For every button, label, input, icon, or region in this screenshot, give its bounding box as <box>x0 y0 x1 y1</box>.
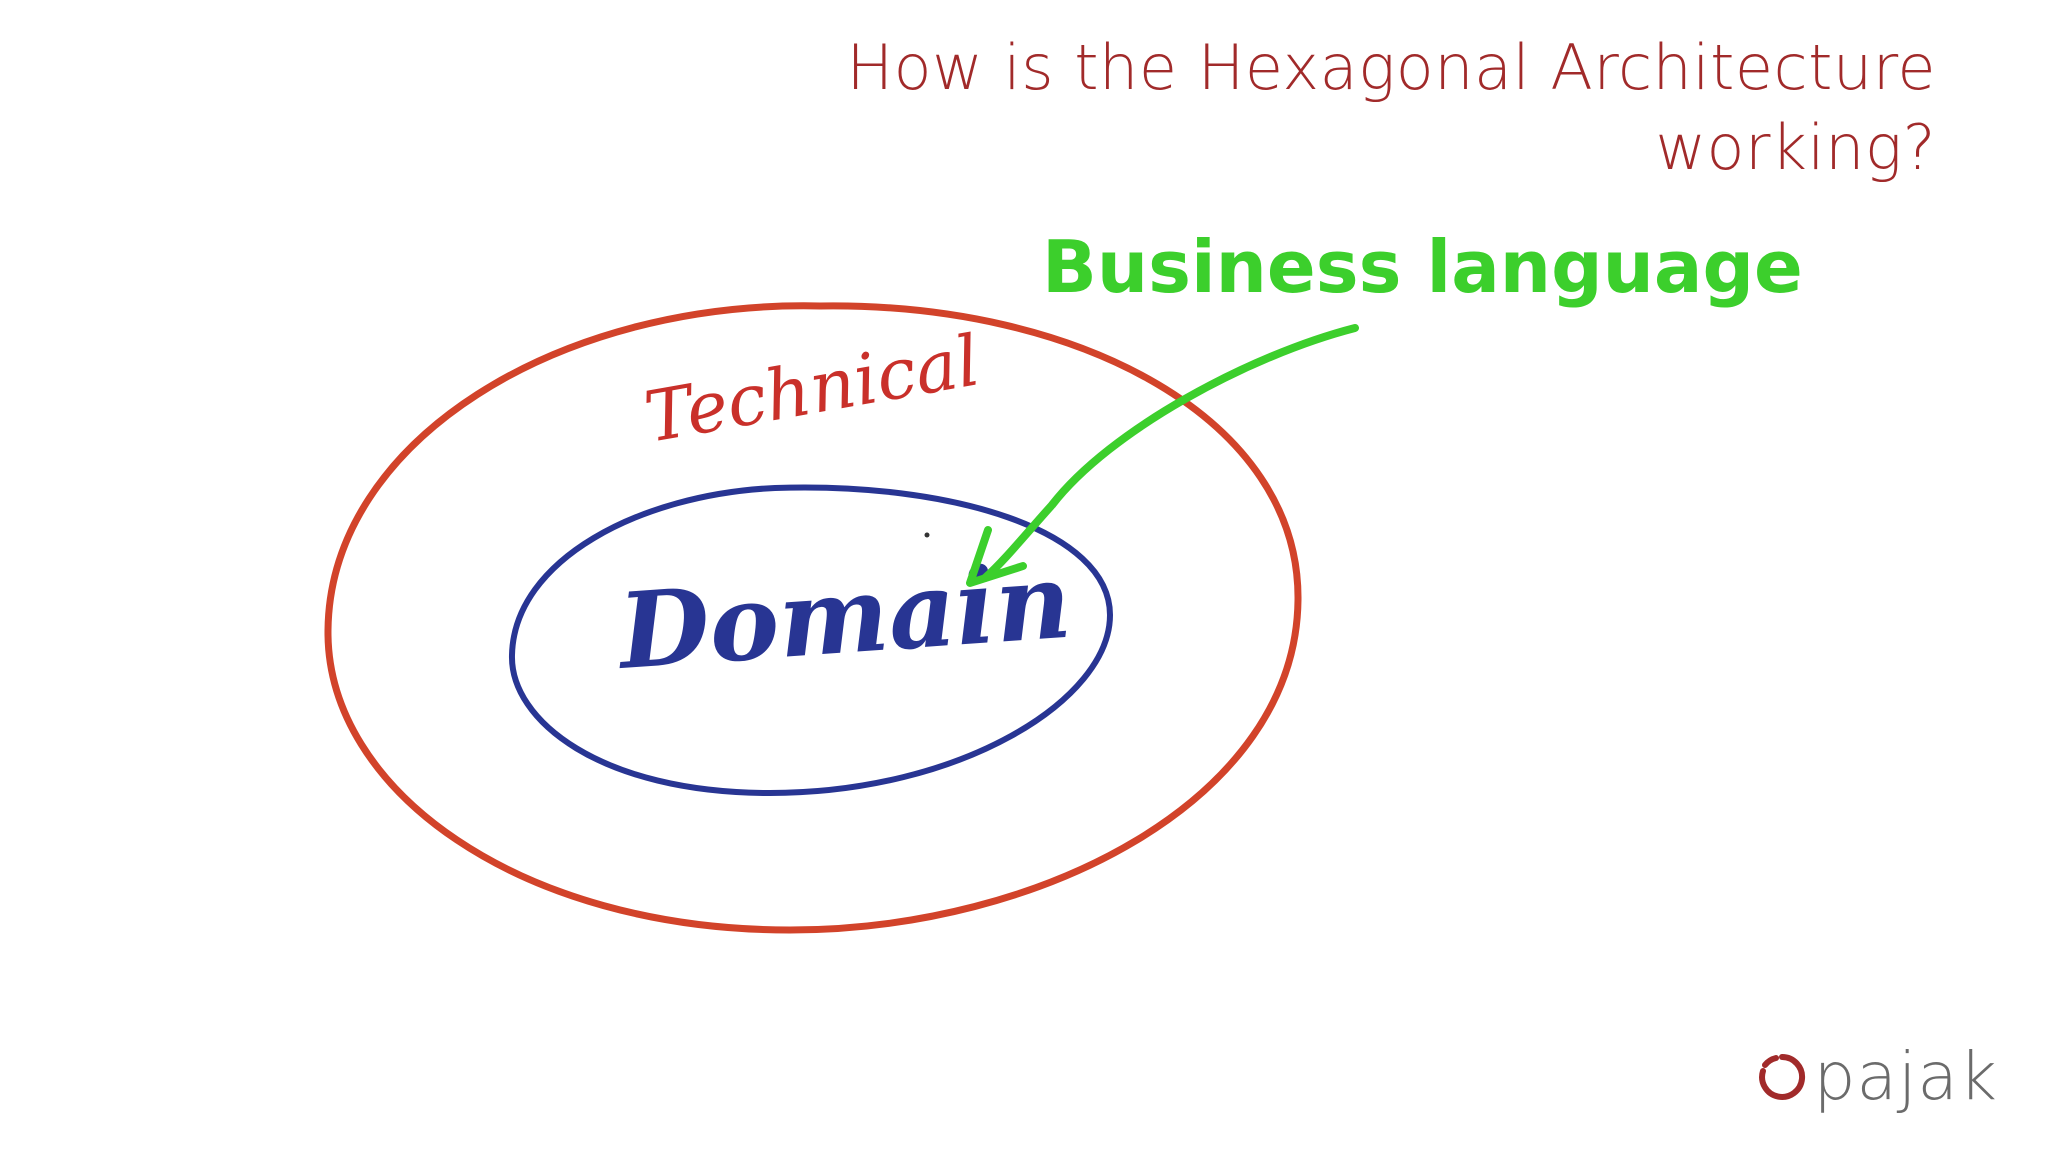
technical-layer-ellipse <box>324 302 1302 934</box>
domain-layer-ellipse <box>508 484 1114 797</box>
callout-arrowhead <box>966 526 1027 587</box>
logo-text: pajak <box>1813 1038 1998 1115</box>
brand-logo: pajak <box>1756 1042 1998 1112</box>
slide-title-line-2: working? <box>1655 111 1936 184</box>
slide-title-line-1: How is the Hexagonal Architecture <box>846 31 1936 104</box>
pajak-logo-icon <box>1758 1053 1805 1100</box>
technical-label: Technical <box>639 319 986 458</box>
marker-dot <box>924 532 930 538</box>
business-language-label: Business language <box>1042 225 1803 309</box>
slide-title: How is the Hexagonal Architecture workin… <box>536 28 1936 188</box>
callout-arrow <box>981 324 1359 582</box>
